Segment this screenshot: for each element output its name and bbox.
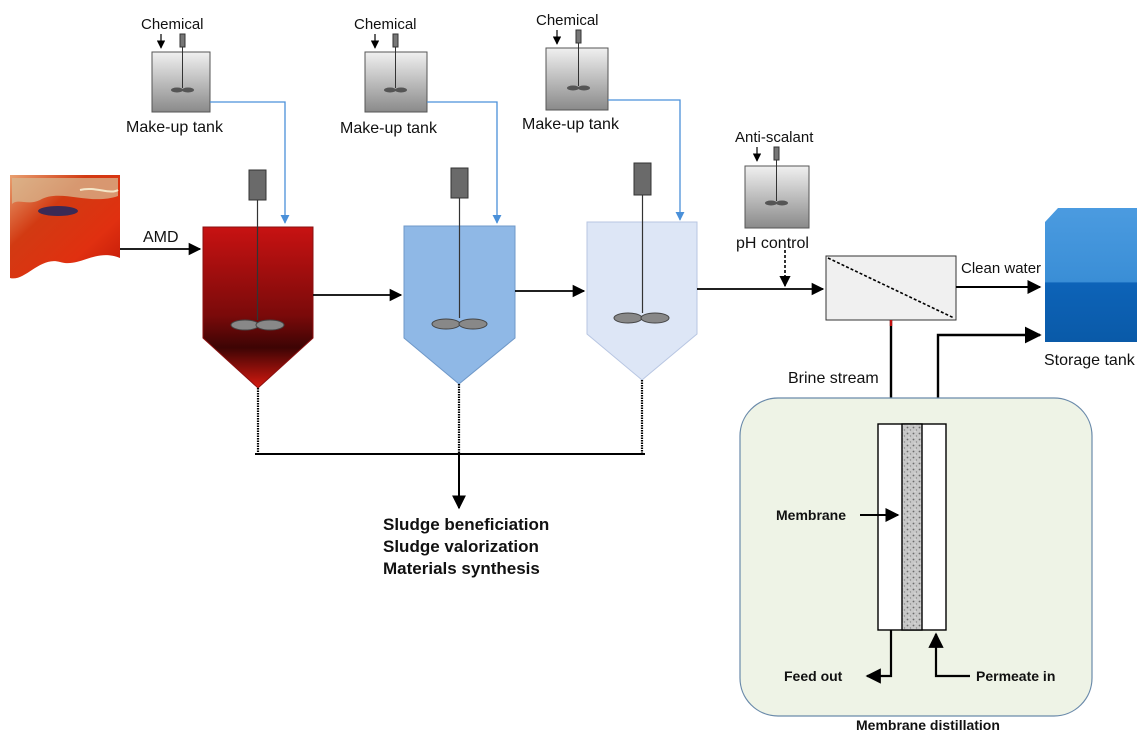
md-panel [739,397,1093,717]
storage-tank-label: Storage tank [1044,352,1136,369]
membrane-unit [825,255,957,321]
sludge-collection [255,380,645,510]
membrane-label: Membrane [776,507,846,523]
makeup-tank-3: Chemical Make-up tank [522,12,620,133]
reactor-2 [403,167,516,385]
feed-out-label: Feed out [784,668,843,684]
amd-label: AMD [143,229,179,246]
reactor-1 [202,169,314,389]
dosing-line-3 [608,99,685,221]
dosing-line-1 [210,101,290,224]
chemical-label-3: Chemical [536,12,599,29]
brine-stream-label: Brine stream [788,370,879,387]
storage-tank [1045,208,1137,342]
clean-water-label: Clean water [961,260,1041,277]
permeate-in-label: Permeate in [976,668,1055,684]
reactor-3 [586,162,698,381]
dosing-line-2 [427,101,502,224]
makeup-tank-label-3: Make-up tank [522,116,620,133]
chemical-label-1: Chemical [141,16,204,33]
antiscalant-label: Anti-scalant [735,129,814,146]
antiscalant-tank: Anti-scalant pH control [735,129,814,252]
makeup-tank-1: Chemical Make-up tank [126,16,224,136]
membrane-distillation-label: Membrane distillation [856,717,1000,733]
chemical-label-2: Chemical [354,16,417,33]
sludge-label-1: Sludge beneficiation [383,515,549,534]
makeup-tank-2: Chemical Make-up tank [340,16,438,137]
makeup-tank-label-1: Make-up tank [126,119,224,136]
ph-control-label: pH control [736,235,809,252]
sludge-label-3: Materials synthesis [383,559,540,578]
amd-source-photo [10,175,120,279]
sludge-label-2: Sludge valorization [383,537,539,556]
permeate-return-line [936,326,1042,423]
makeup-tank-label-2: Make-up tank [340,120,438,137]
